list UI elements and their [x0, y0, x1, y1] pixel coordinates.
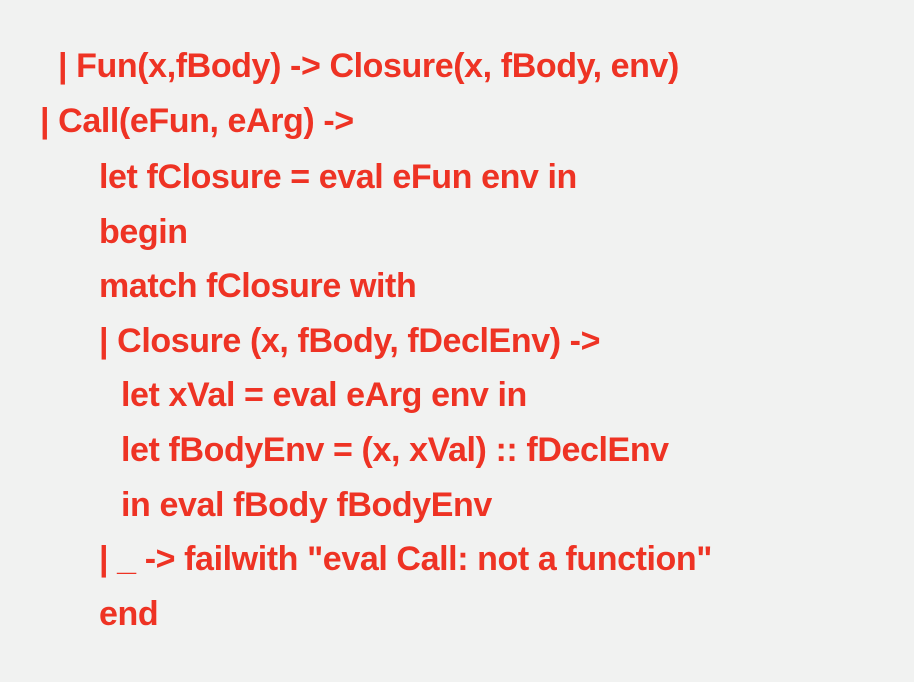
code-line-match: match fClosure with — [99, 267, 417, 305]
code-line-end: end — [99, 595, 159, 633]
code-line-closure-case: | Closure (x, fBody, fDeclEnv) -> — [99, 322, 601, 360]
code-line-call-case: | Call(eFun, eArg) -> — [40, 102, 354, 140]
code-line-fun-case: | Fun(x,fBody) -> Closure(x, fBody, env) — [58, 47, 679, 85]
code-line-let-fbodyenv: let fBodyEnv = (x, xVal) :: fDeclEnv — [121, 431, 669, 469]
code-line-in-eval: in eval fBody fBodyEnv — [121, 486, 492, 524]
code-line-let-fclosure: let fClosure = eval eFun env in — [99, 158, 577, 196]
code-line-begin: begin — [99, 213, 188, 251]
code-line-let-xval: let xVal = eval eArg env in — [121, 376, 527, 414]
code-line-wildcard-case: | _ -> failwith "eval Call: not a functi… — [99, 540, 713, 578]
